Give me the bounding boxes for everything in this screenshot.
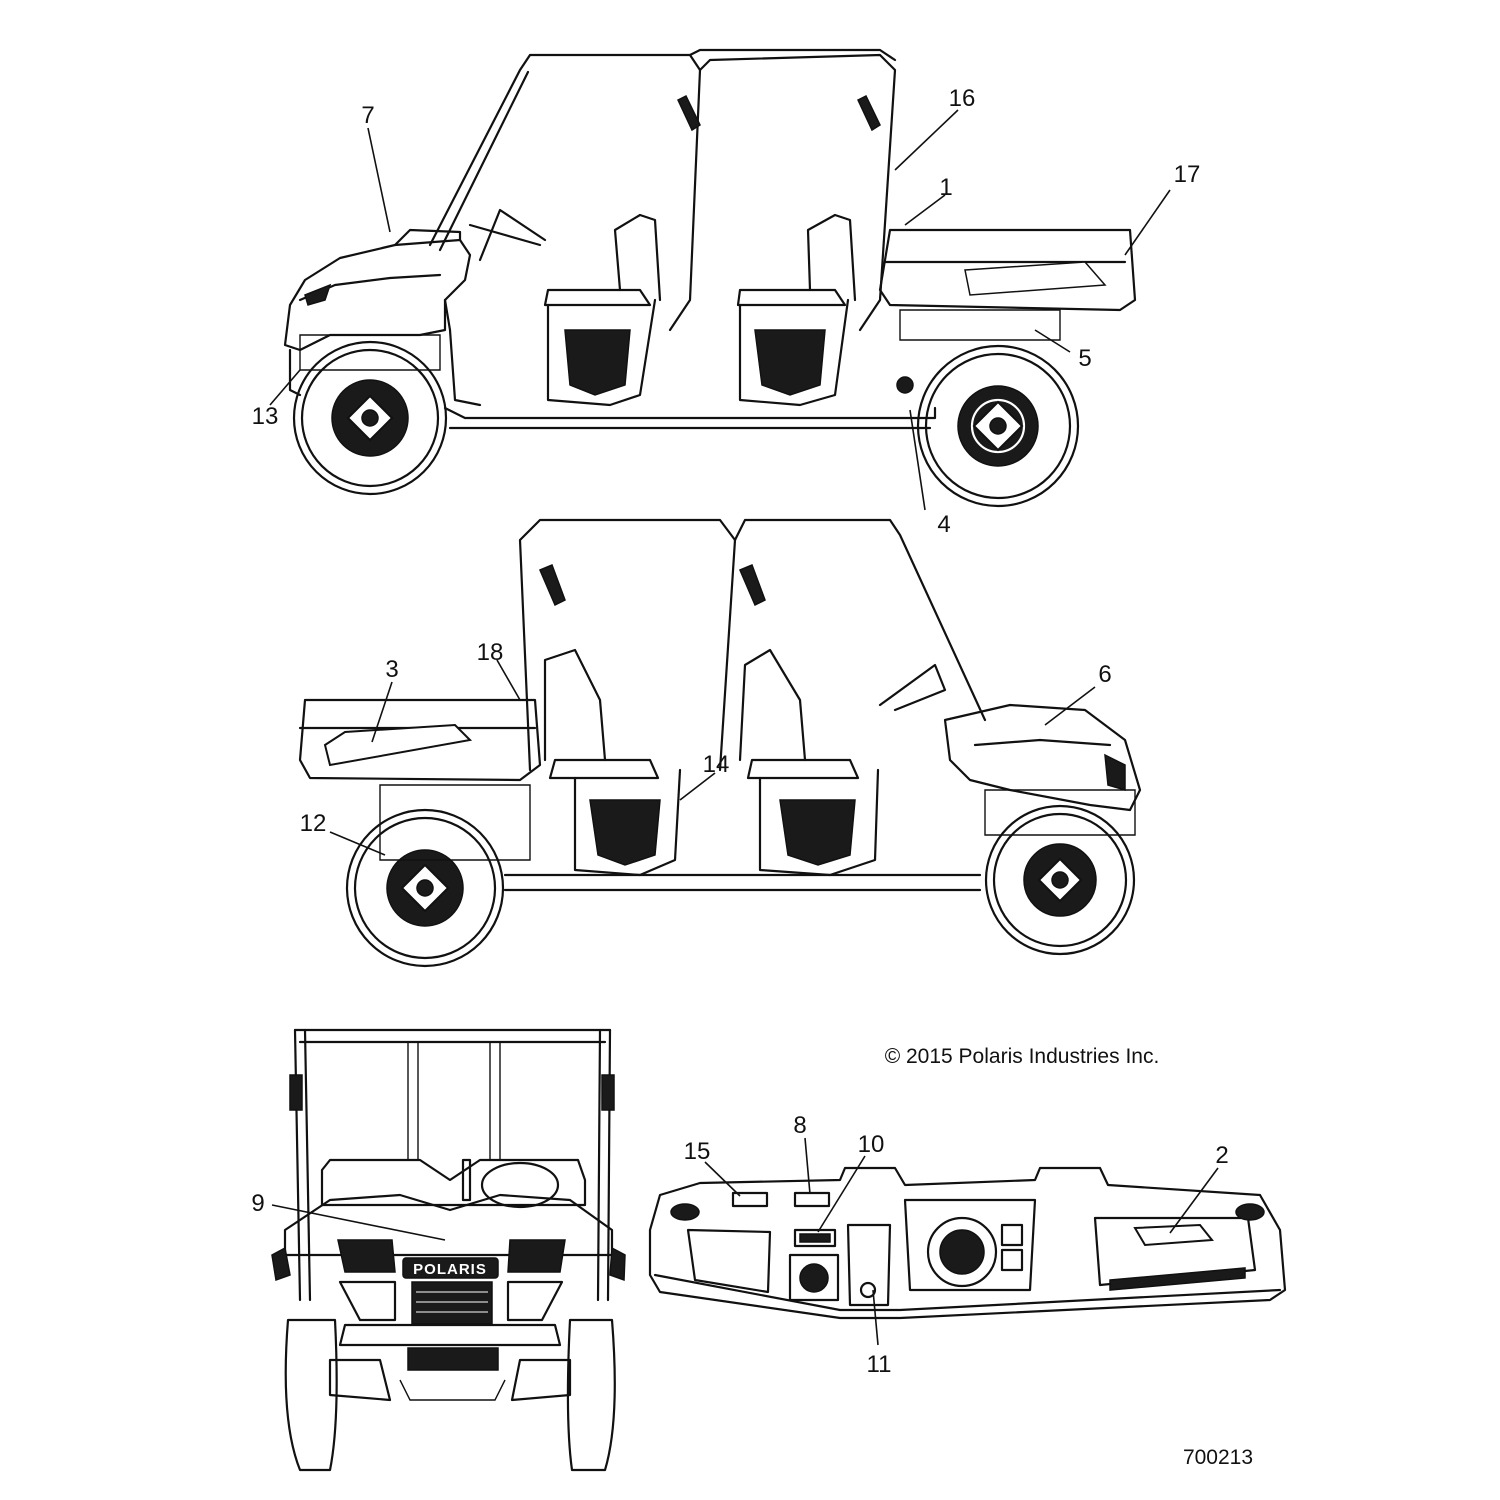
- callout-14: 14: [703, 751, 730, 778]
- copyright-notice: © 2015 Polaris Industries Inc.: [885, 1045, 1160, 1068]
- dashboard-view: [648, 1166, 1287, 1320]
- callout-10: 10: [858, 1131, 885, 1158]
- callout-15: 15: [684, 1138, 711, 1165]
- callout-17: 17: [1174, 161, 1201, 188]
- callout-16: 16: [949, 85, 976, 112]
- side-view-right: [298, 518, 1142, 968]
- front-wheel-right-view: [984, 804, 1136, 956]
- callout-2: 2: [1215, 1142, 1228, 1169]
- callout-18: 18: [477, 639, 504, 666]
- callout-12: 12: [300, 810, 327, 837]
- callout-3: 3: [385, 656, 398, 683]
- callout-4: 4: [937, 511, 950, 538]
- side-view-left: [283, 48, 1137, 508]
- callout-8: 8: [793, 1112, 806, 1139]
- callout-13: 13: [252, 403, 279, 430]
- brand-badge-text: POLARIS: [413, 1261, 487, 1278]
- rear-wheel: [916, 344, 1080, 508]
- callout-7: 7: [361, 102, 374, 129]
- document-number: 700213: [1183, 1446, 1253, 1469]
- callout-9: 9: [251, 1190, 264, 1217]
- front-wheel: [292, 340, 448, 496]
- callout-labels: 7 16 1 17 5 13 4 3 18 6 14 12 9 15 8 10 …: [251, 85, 1228, 1378]
- front-view: POLARIS: [271, 1028, 626, 1472]
- callout-5: 5: [1078, 345, 1091, 372]
- callout-11: 11: [867, 1351, 892, 1378]
- callout-1: 1: [939, 174, 952, 201]
- leader-lines: [269, 109, 1219, 1346]
- rear-wheel-right-view: [345, 808, 505, 968]
- callout-6: 6: [1098, 661, 1111, 688]
